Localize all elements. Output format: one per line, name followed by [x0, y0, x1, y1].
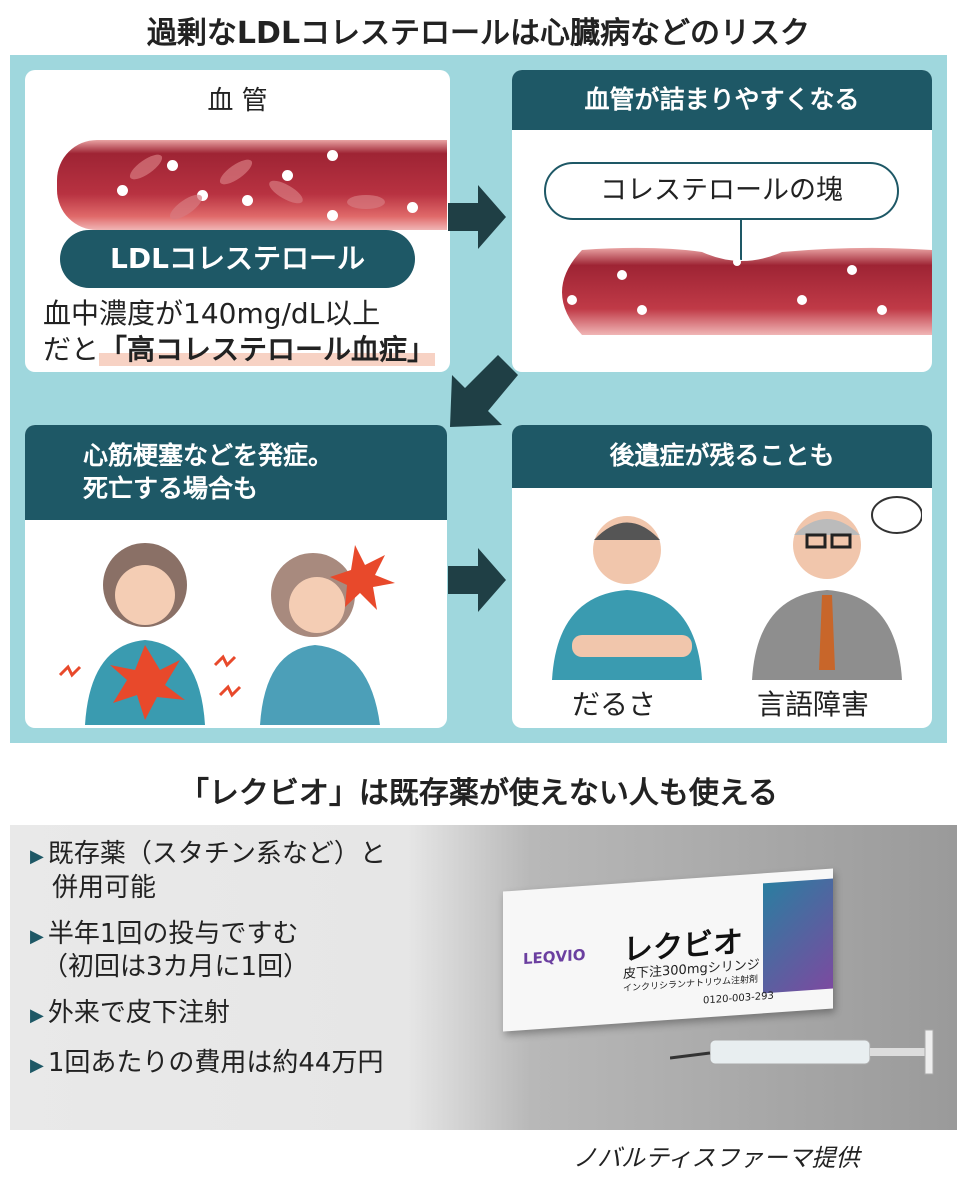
symptom-speech-disorder: 言語障害 — [757, 688, 870, 721]
heart-attack-heading: 心筋梗塞などを発症。 死亡する場合も — [25, 425, 447, 520]
feature-text: 併用可能 — [52, 872, 157, 903]
threshold-note-2: だと「高コレステロール血症」 — [43, 328, 436, 368]
hypercholesterolemia-label: 「高コレステロール血症」 — [99, 333, 436, 366]
feature-text: （初回は3カ月に1回） — [42, 952, 310, 983]
feature-list: ▶既存薬（スタチン系など）と併用可能 ▶半年1回の投与ですむ（初回は3カ月に1回… — [30, 838, 470, 1081]
blockage-box: 血管が詰まりやすくなる コレステロールの塊 — [512, 70, 932, 372]
narrowed-vessel-illustration — [562, 247, 932, 335]
ldl-label: LDLコレステロール — [60, 230, 415, 288]
feature-item: ▶半年1回の投与ですむ（初回は3カ月に1回） — [30, 918, 310, 983]
plaque-callout: コレステロールの塊 — [544, 162, 899, 220]
arrow-down-left-icon — [450, 355, 518, 427]
photo-credit: ノバルティスファーマ提供 — [573, 1144, 860, 1172]
product-box-photo: LEQVIO レクビオ 皮下注300mgシリンジ インクリシランナトリウム注射剤… — [503, 868, 833, 1032]
threshold-note: 血中濃度が140mg/dL以上 — [43, 297, 381, 330]
aftereffects-heading: 後遺症が残ることも — [512, 425, 932, 488]
feature-text: 1回あたりの費用は約44万円 — [47, 1047, 384, 1078]
patients-illustration — [58, 543, 395, 725]
feature-text: 半年1回の投与ですむ — [47, 918, 299, 949]
feature-item: ▶外来で皮下注射 — [30, 998, 230, 1029]
vessel-heading: 血 管 — [207, 86, 268, 116]
symptom-fatigue: だるさ — [572, 688, 657, 721]
main-title: 過剰なLDLコレステロールは心臓病などのリスク — [146, 16, 811, 51]
arrow-right-icon — [448, 548, 506, 612]
product-brand: LEQVIO — [523, 945, 586, 969]
feature-text: 既存薬（スタチン系など）と — [47, 839, 386, 869]
arrow-right-icon — [448, 185, 506, 249]
elderly-men-illustration — [552, 496, 922, 680]
note-prefix: だと — [43, 333, 100, 366]
heading-line-2: 死亡する場合も — [83, 473, 259, 503]
heart-attack-box: 心筋梗塞などを発症。 死亡する場合も — [25, 425, 447, 728]
heading-line-1: 心筋梗塞などを発症。 — [83, 441, 334, 470]
blood-vessel-illustration — [57, 140, 447, 230]
vessel-box: 血 管 LDLコレステロール 血中濃度が140mg/dL以上 だと「高コレステロ… — [25, 70, 450, 372]
feature-text: 外来で皮下注射 — [47, 998, 230, 1029]
feature-item: ▶1回あたりの費用は約44万円 — [30, 1047, 384, 1078]
blockage-heading: 血管が詰まりやすくなる — [512, 70, 932, 130]
feature-item: ▶既存薬（スタチン系など）と併用可能 — [30, 839, 386, 903]
section2-title: 「レクビオ」は既存薬が使えない人も使える — [178, 776, 779, 811]
syringe-photo — [670, 1029, 934, 1075]
product-phone: 0120-003-293 — [703, 990, 774, 1007]
aftereffects-box: 後遺症が残ることも だるさ 言語障害 — [512, 425, 932, 728]
callout-line — [740, 220, 742, 260]
